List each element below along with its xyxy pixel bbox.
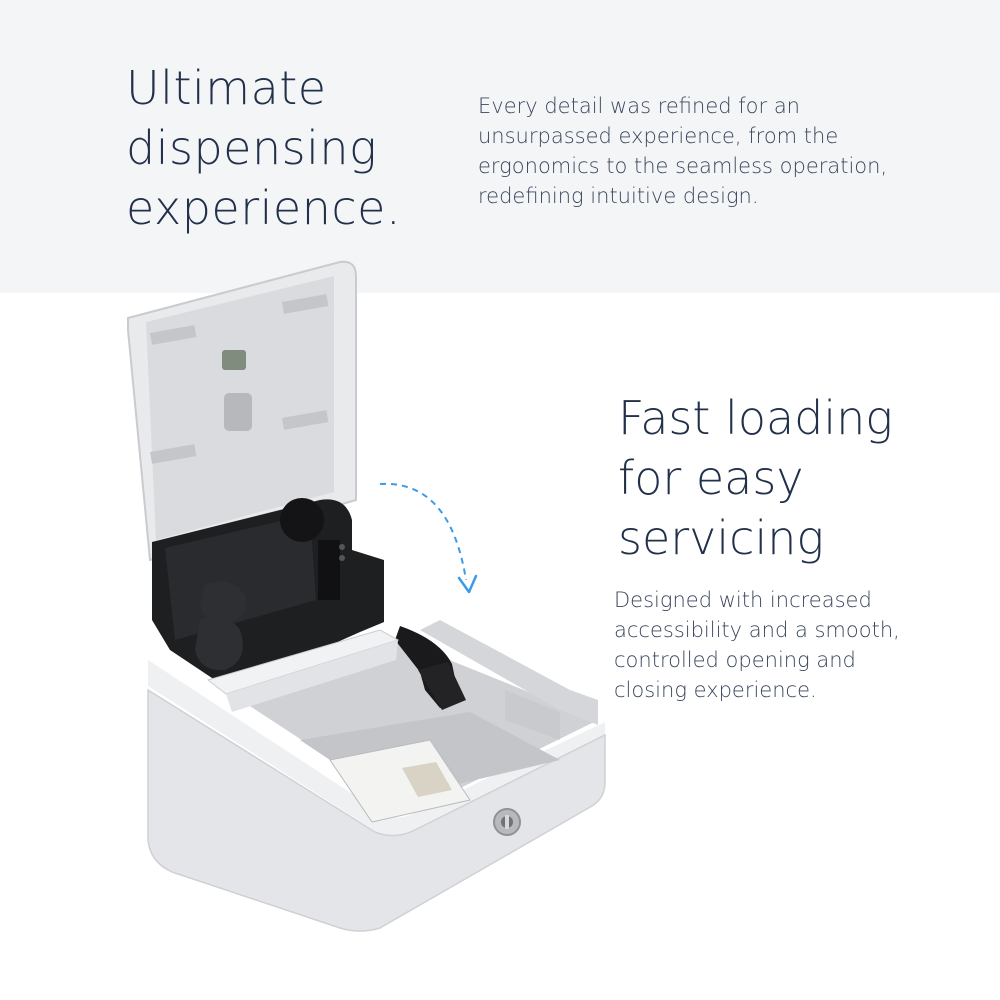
body-line: ergonomics to the seamless operation, bbox=[478, 154, 888, 178]
headline-fast-loading: Fast loading for easy servicing bbox=[618, 388, 958, 568]
body-line: Designed with increased bbox=[614, 588, 872, 612]
curved-dashed-arrow-down-icon bbox=[379, 482, 478, 594]
body-line: controlled opening and bbox=[614, 648, 856, 672]
headline-ultimate: Ultimate dispensing experience. bbox=[126, 58, 456, 238]
dispenser-body bbox=[147, 640, 606, 932]
headline-line: dispensing bbox=[126, 121, 378, 175]
lock-icon bbox=[493, 808, 521, 836]
body-line: redefining intuitive design. bbox=[478, 184, 759, 208]
headline-line: experience. bbox=[126, 181, 402, 235]
body-line: closing experience. bbox=[614, 678, 817, 702]
headline-line: Fast loading bbox=[618, 391, 893, 445]
headline-line: servicing bbox=[618, 511, 825, 565]
dispenser-lid bbox=[127, 260, 357, 562]
headline-line: Ultimate bbox=[126, 61, 327, 115]
body-line: Every detail was refined for an bbox=[478, 94, 800, 118]
body-line: accessibility and a smooth, bbox=[614, 618, 900, 642]
body-fast-loading: Designed with increased accessibility an… bbox=[614, 585, 954, 705]
body-line: unsurpassed experience, from the bbox=[478, 124, 839, 148]
body-ultimate: Every detail was refined for an unsurpas… bbox=[478, 91, 938, 211]
cartridge bbox=[152, 498, 466, 710]
headline-line: for easy bbox=[618, 451, 804, 505]
top-band bbox=[0, 0, 1000, 293]
